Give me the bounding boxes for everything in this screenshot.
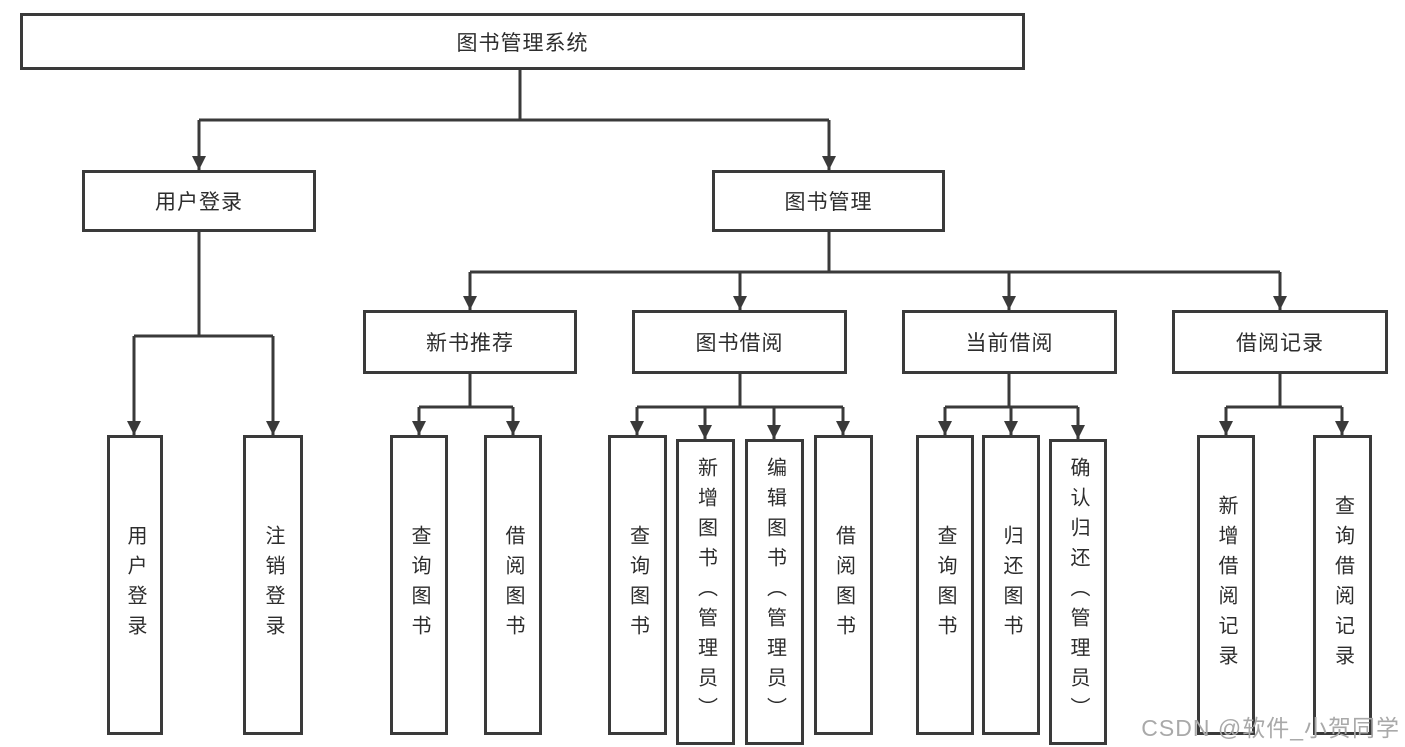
node-label: 确认归还（管理员） (1067, 457, 1089, 727)
node-label: 用户登录 (124, 525, 146, 645)
node-book-management: 图书管理 (712, 170, 945, 232)
node-new-book-recommend: 新书推荐 (363, 310, 577, 374)
node-label: 注销登录 (262, 525, 284, 645)
leaf-add-books-admin: 新增图书（管理员） (676, 439, 735, 745)
node-label: 编辑图书（管理员） (763, 457, 786, 727)
node-label: 图书管理系统 (456, 31, 589, 55)
node-label: 用户登录 (155, 191, 243, 214)
node-book-borrowing: 图书借阅 (632, 310, 847, 374)
node-label: 图书借阅 (695, 332, 784, 355)
node-label: 新书推荐 (426, 332, 514, 355)
node-label: 当前借阅 (965, 332, 1054, 355)
node-label: 查询图书 (626, 525, 649, 645)
leaf-add-borrow-record: 新增借阅记录 (1197, 435, 1255, 735)
leaf-borrow-books-borrowing: 借阅图书 (814, 435, 873, 735)
leaf-borrow-books-recommend: 借阅图书 (484, 435, 542, 735)
node-borrowing-records: 借阅记录 (1172, 310, 1388, 374)
node-label: 借阅图书 (832, 525, 855, 645)
leaf-query-books-recommend: 查询图书 (390, 435, 448, 735)
node-label: 新增借阅记录 (1215, 495, 1237, 675)
node-label: 借阅图书 (502, 525, 524, 645)
csdn-watermark: CSDN @软件_小贺同学 (1141, 715, 1400, 741)
node-label: 查询图书 (934, 525, 956, 645)
leaf-logout-login: 注销登录 (243, 435, 303, 735)
node-label: 查询图书 (408, 525, 430, 645)
node-label: 图书管理 (784, 191, 873, 214)
leaf-user-login: 用户登录 (107, 435, 163, 735)
node-user-login-branch: 用户登录 (82, 170, 316, 232)
leaf-query-books-current: 查询图书 (916, 435, 974, 735)
leaf-query-books-borrowing: 查询图书 (608, 435, 667, 735)
leaf-edit-books-admin: 编辑图书（管理员） (745, 439, 804, 745)
leaf-query-borrow-record: 查询借阅记录 (1313, 435, 1372, 735)
node-label: 查询借阅记录 (1331, 495, 1354, 675)
node-label: 借阅记录 (1236, 332, 1324, 355)
node-current-borrowing: 当前借阅 (902, 310, 1117, 374)
node-label: 归还图书 (1000, 525, 1022, 645)
leaf-confirm-return-admin: 确认归还（管理员） (1049, 439, 1107, 745)
node-label: 新增图书（管理员） (694, 457, 717, 727)
leaf-return-books: 归还图书 (982, 435, 1040, 735)
node-library-system: 图书管理系统 (20, 13, 1025, 70)
